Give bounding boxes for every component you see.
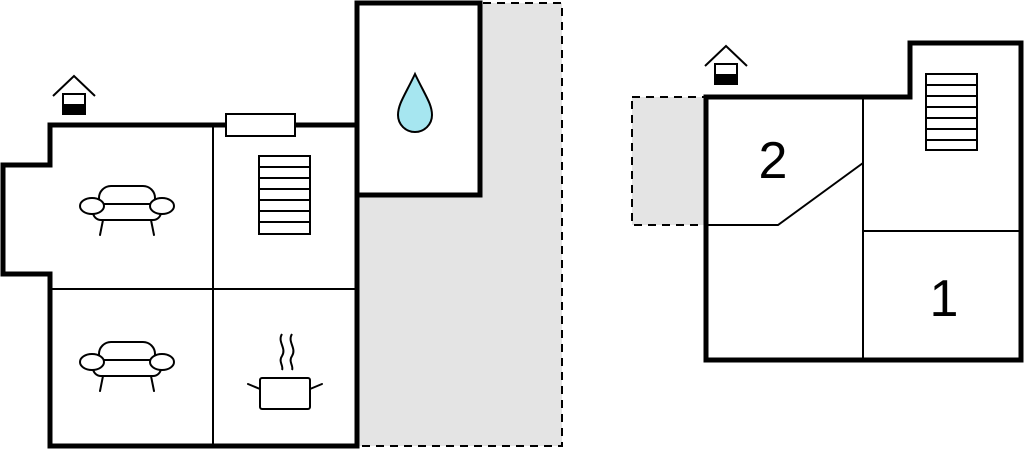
upper-floor: 2 1 bbox=[631, 40, 1024, 363]
interior-wall-diagonal bbox=[706, 162, 864, 226]
sofa-icon bbox=[79, 341, 175, 392]
room-number: 1 bbox=[930, 270, 959, 328]
room-number: 2 bbox=[759, 132, 788, 190]
sofa-icon bbox=[79, 185, 175, 236]
stairs-icon bbox=[258, 155, 311, 235]
cooking-pot-icon bbox=[247, 333, 323, 410]
entrance-icon bbox=[704, 44, 748, 85]
entrance-icon bbox=[52, 74, 96, 115]
ground-floor bbox=[0, 0, 563, 449]
ground-floor-outer-wall bbox=[0, 122, 360, 449]
water-drop-icon bbox=[396, 71, 434, 133]
window bbox=[225, 113, 296, 137]
stairs-icon bbox=[925, 73, 978, 151]
balcony-area bbox=[631, 96, 707, 226]
